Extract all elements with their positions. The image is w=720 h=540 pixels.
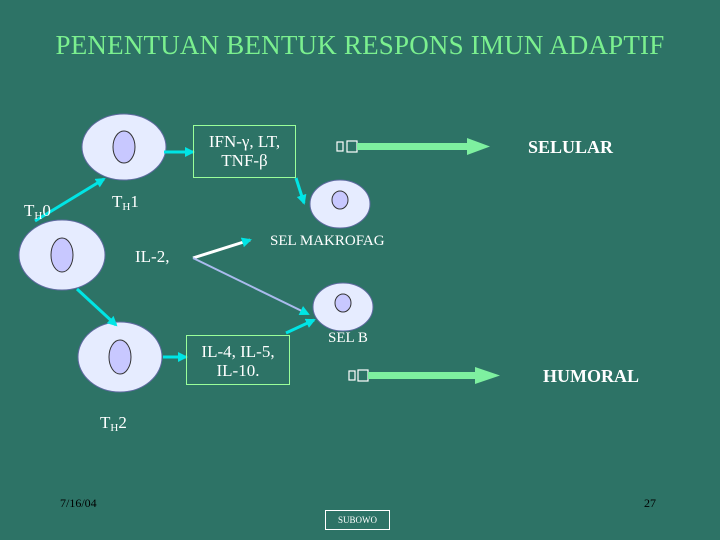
- sel-makrofag-label: SEL MAKROFAG: [270, 233, 385, 250]
- th2-cytokines-line1: IL-4, IL-5,: [187, 342, 289, 361]
- footer-date: 7/16/04: [60, 496, 97, 511]
- arrow-il2-up: [193, 240, 250, 258]
- th1-label: TH1: [112, 192, 139, 213]
- arrow-il2-to-bcell: [193, 258, 308, 314]
- b-cell: [313, 283, 373, 331]
- th2-cytokines-box: IL-4, IL-5, IL-10.: [186, 335, 290, 385]
- arrow-th0-to-th2: [77, 289, 116, 325]
- selular-label: SELULAR: [528, 137, 613, 158]
- th2-cell: [78, 322, 162, 392]
- th0-nucleus: [51, 238, 73, 272]
- th1-nucleus: [113, 131, 135, 163]
- th1-cytokines-line2: TNF-β: [194, 151, 295, 170]
- author-signature: SUBOWO: [325, 510, 390, 530]
- sel-b-label: SEL B: [328, 330, 368, 347]
- b-cell-nucleus: [335, 294, 351, 312]
- arrow-box-to-macrophage: [296, 178, 304, 203]
- macrophage-cell: [310, 180, 370, 228]
- th1-cell: [82, 114, 166, 180]
- th1-cytokines-box: IFN-γ, LT, TNF-β: [193, 125, 296, 178]
- arrow-box-to-bcell: [286, 320, 314, 333]
- th0-label: TH0: [24, 201, 51, 222]
- arrow-to-selular: [337, 138, 490, 155]
- footer-page-number: 27: [644, 496, 656, 511]
- macrophage-nucleus: [332, 191, 348, 209]
- th1-cytokines-line1: IFN-γ, LT,: [194, 132, 295, 151]
- th0-cell: [19, 220, 105, 290]
- th2-cytokines-line2: IL-10.: [187, 361, 289, 380]
- th2-label: TH2: [100, 413, 127, 434]
- th2-nucleus: [109, 340, 131, 374]
- humoral-label: HUMORAL: [543, 366, 639, 387]
- arrow-to-humoral: [349, 367, 500, 384]
- il2-label: IL-2,: [135, 247, 169, 267]
